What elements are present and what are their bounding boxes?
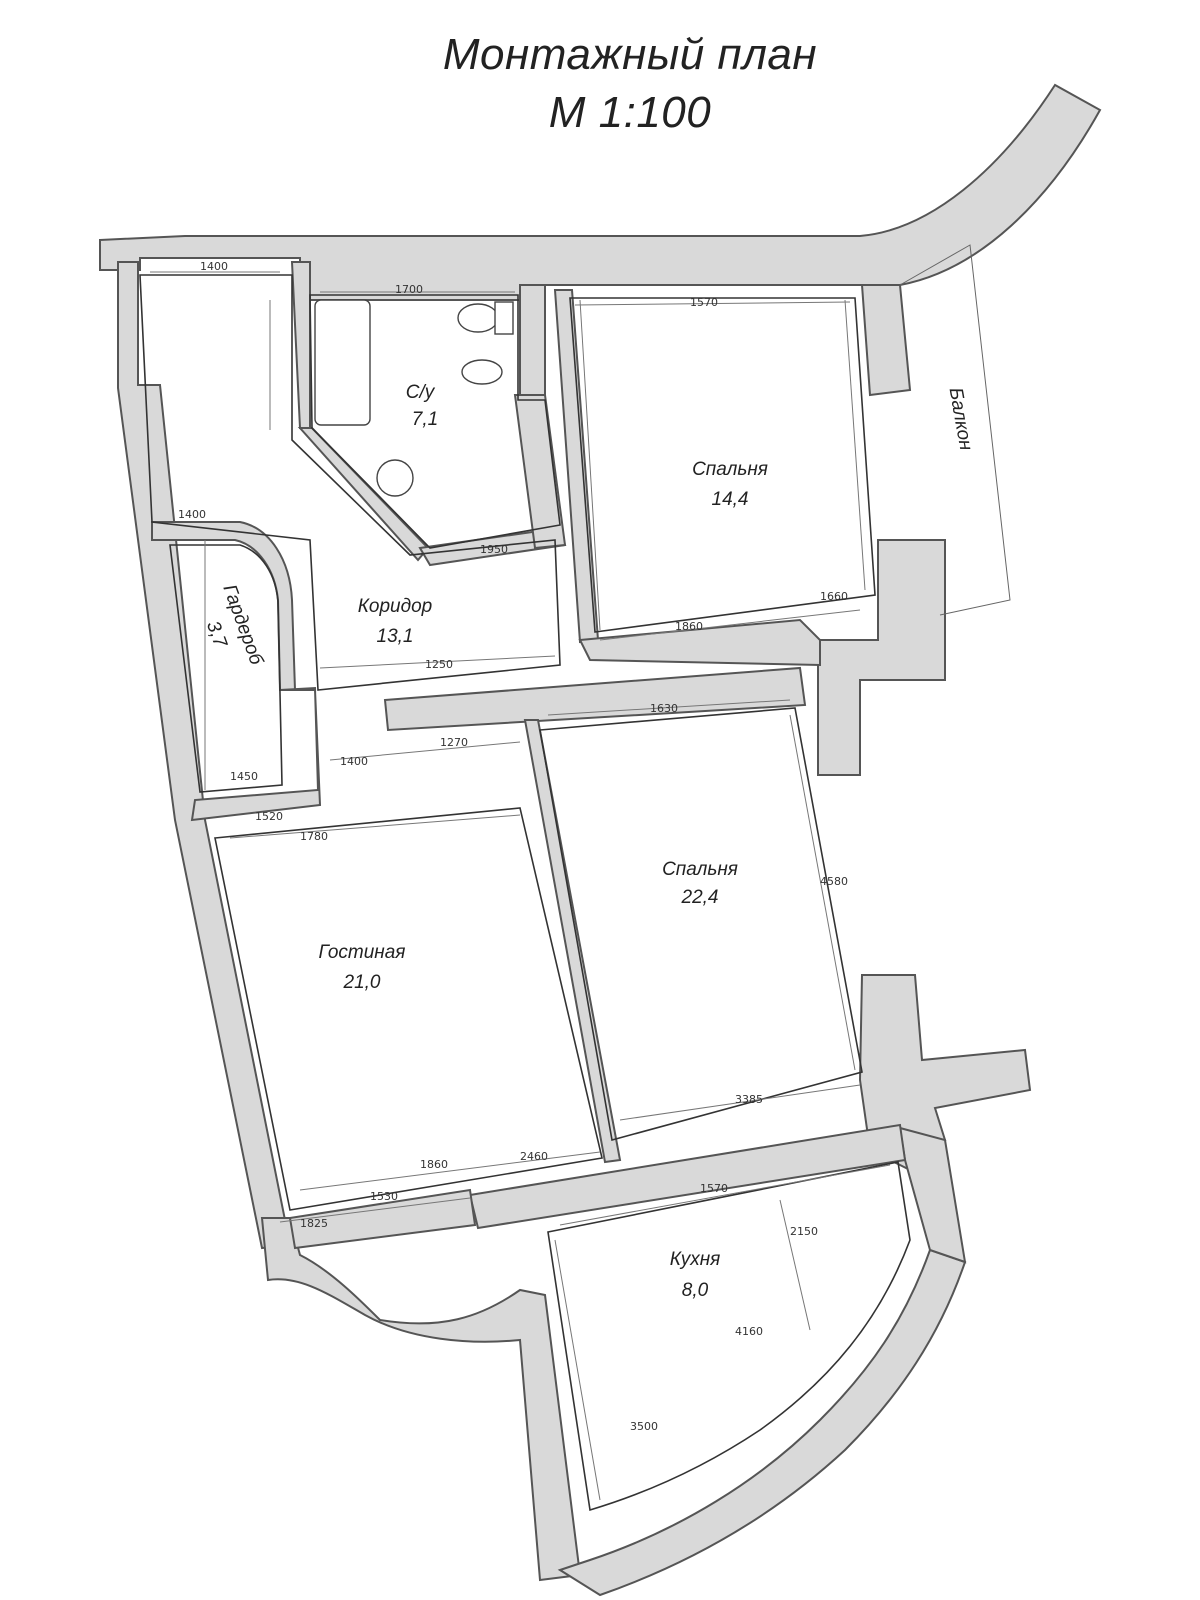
dim-label: 1570 <box>700 1182 728 1195</box>
kitchen-outline <box>547 1161 911 1512</box>
wardrobe-outline <box>169 544 283 793</box>
top-wall <box>99 83 1102 301</box>
room-name: Гостиная <box>319 942 406 963</box>
room-bedroom2: Спальня 22,4 <box>662 859 738 908</box>
room-name: Кухня <box>670 1249 721 1270</box>
bedroom2-outline <box>539 707 863 1142</box>
dim-label: 1250 <box>425 658 453 671</box>
dim-label: 2150 <box>790 1225 818 1238</box>
plan-scale: М 1:100 <box>548 88 712 137</box>
bidet-icon <box>461 359 503 385</box>
dim-label: 1450 <box>230 770 258 783</box>
room-balcony: Балкон <box>945 386 977 453</box>
dim-label: 3500 <box>630 1420 658 1433</box>
room-outlines <box>139 274 911 1512</box>
balcony-outline <box>899 244 1011 616</box>
room-name: Спальня <box>662 859 738 880</box>
dim-label: 1780 <box>300 830 328 843</box>
room-area: 22,4 <box>681 887 719 908</box>
room-area: 3,7 <box>202 618 231 651</box>
kitchen-outer <box>557 1248 967 1597</box>
room-area: 21,0 <box>343 972 381 993</box>
room-name: С/у <box>406 382 436 403</box>
room-wardrobe: Гардероб 3,7 <box>202 582 267 669</box>
dim-label: 1860 <box>420 1158 448 1171</box>
room-living: Гостиная 21,0 <box>319 942 406 993</box>
left-wall <box>117 261 292 1250</box>
bathroom-fixtures <box>314 299 514 497</box>
toilet-icon <box>457 303 499 333</box>
dim-label: 1950 <box>480 543 508 556</box>
internal-walls <box>151 261 907 1250</box>
room-name: Гардероб <box>218 582 267 669</box>
toilet-tank-icon <box>494 301 514 335</box>
dim-label: 1860 <box>675 620 703 633</box>
dim-label: 1700 <box>395 283 423 296</box>
outer-walls <box>99 83 1102 1597</box>
right-wall-upper <box>860 284 912 397</box>
room-area: 14,4 <box>712 489 749 510</box>
dim-label: 4160 <box>735 1325 763 1338</box>
su-outline <box>309 294 561 549</box>
dim-label: 1400 <box>200 260 228 273</box>
room-name: Спальня <box>692 459 768 480</box>
dim-label: 1660 <box>820 590 848 603</box>
room-bedroom1: Спальня 14,4 <box>692 459 768 510</box>
right-wall-mid <box>817 539 946 776</box>
sink-icon <box>376 459 414 497</box>
room-name: Коридор <box>358 596 433 617</box>
plan-title: Монтажный план <box>442 30 818 79</box>
dim-label: 1520 <box>255 810 283 823</box>
dimension-lines <box>150 271 891 1501</box>
room-area: 13,1 <box>377 626 414 647</box>
dim-label: 1570 <box>690 296 718 309</box>
living-outline <box>214 807 603 1211</box>
dim-label: 1400 <box>178 508 206 521</box>
dimension-labels: 1400 1700 1570 1400 1950 1250 1860 1660 … <box>178 260 848 1433</box>
corridor-outline <box>139 274 561 691</box>
room-corridor: Коридор 13,1 <box>358 596 433 647</box>
dim-label: 1530 <box>370 1190 398 1203</box>
dim-label: 1400 <box>340 755 368 768</box>
dim-label: 1630 <box>650 702 678 715</box>
dim-label: 2460 <box>520 1150 548 1163</box>
bottom-bay <box>260 1217 582 1582</box>
room-name: Балкон <box>945 386 977 453</box>
dim-label: 1825 <box>300 1217 328 1230</box>
dim-label: 1270 <box>440 736 468 749</box>
room-area: 7,1 <box>412 409 438 430</box>
room-area: 8,0 <box>682 1280 709 1301</box>
room-su: С/у 7,1 <box>406 382 438 430</box>
bedroom1-outline <box>569 297 876 633</box>
room-kitchen: Кухня 8,0 <box>670 1249 721 1301</box>
dim-label: 4580 <box>820 875 848 888</box>
bathtub-icon <box>314 299 371 426</box>
dim-label: 3385 <box>735 1093 763 1106</box>
